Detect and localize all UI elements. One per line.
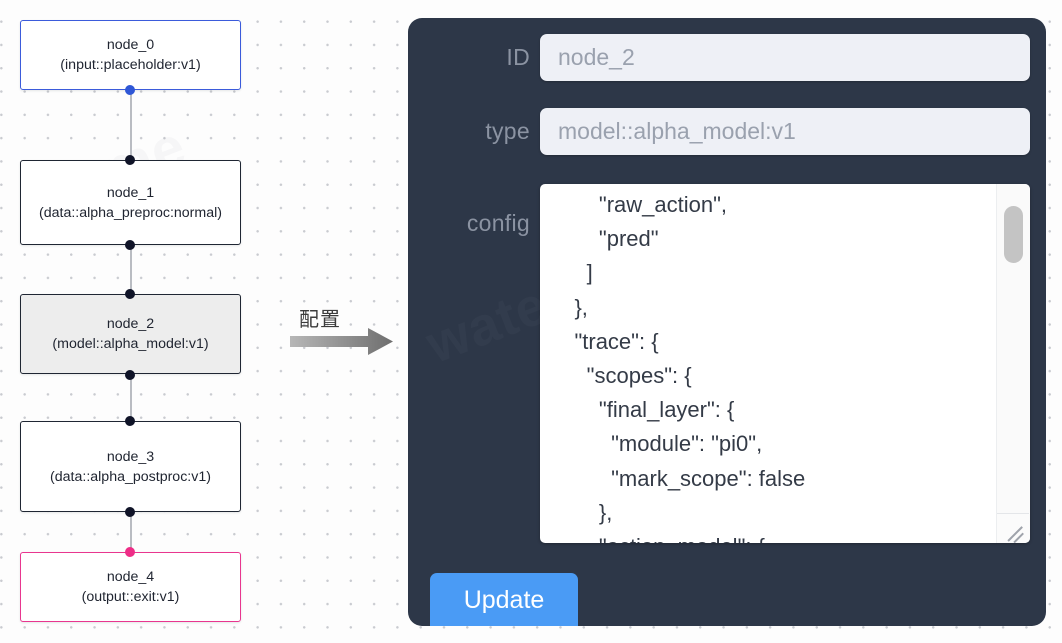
update-button[interactable]: Update xyxy=(430,573,578,626)
node-label: node_2(model::alpha_model:v1) xyxy=(52,316,209,352)
node-port-in-node_1[interactable] xyxy=(125,155,135,165)
edge-node_3-node_4 xyxy=(130,512,132,552)
node-label: node_1(data::alpha_preproc:normal) xyxy=(39,184,222,221)
annotation-arrow-icon xyxy=(290,328,393,355)
node-label: node_3(data::alpha_postproc:v1) xyxy=(50,448,211,485)
field-row-type: type xyxy=(408,108,1030,155)
id-input[interactable] xyxy=(540,34,1030,81)
node-port-out-node_3[interactable] xyxy=(125,507,135,517)
graph-node-node_3[interactable]: node_3(data::alpha_postproc:v1) xyxy=(20,421,241,512)
type-field-label: type xyxy=(485,118,530,144)
config-textarea[interactable]: "raw_action", "pred" ] }, "trace": { "sc… xyxy=(540,184,995,543)
node-label: node_0(input::placeholder:v1) xyxy=(60,37,201,73)
field-row-id: ID xyxy=(408,34,1030,81)
node-port-out-node_0[interactable] xyxy=(125,85,135,95)
type-input[interactable] xyxy=(540,108,1030,155)
edge-node_2-node_3 xyxy=(130,374,132,421)
edge-node_1-node_2 xyxy=(130,245,132,295)
node-port-out-node_2[interactable] xyxy=(125,370,135,380)
graph-node-node_0[interactable]: node_0(input::placeholder:v1) xyxy=(20,20,241,90)
config-field-label: config xyxy=(466,210,530,236)
node-port-out-node_1[interactable] xyxy=(125,240,135,250)
config-resize-handle-icon[interactable] xyxy=(997,513,1029,543)
config-textarea-wrapper: "raw_action", "pred" ] }, "trace": { "sc… xyxy=(540,184,1030,543)
graph-node-node_1[interactable]: node_1(data::alpha_preproc:normal) xyxy=(20,160,241,245)
node-port-in-node_2[interactable] xyxy=(125,289,135,299)
config-scrollbar[interactable] xyxy=(996,184,1030,543)
node-config-panel: watermark ID type config "raw_action", "… xyxy=(408,18,1046,626)
id-field-label: ID xyxy=(506,44,530,70)
graph-node-node_2[interactable]: node_2(model::alpha_model:v1) xyxy=(20,294,241,374)
node-label: node_4(output::exit:v1) xyxy=(81,569,180,605)
annotation-caption: 配置 xyxy=(299,307,341,331)
config-scrollbar-thumb[interactable] xyxy=(1004,206,1023,263)
node-port-in-node_4[interactable] xyxy=(125,547,135,557)
graph-node-node_4[interactable]: node_4(output::exit:v1) xyxy=(20,552,241,622)
edge-node_0-node_1 xyxy=(130,90,132,160)
node-port-in-node_3[interactable] xyxy=(125,416,135,426)
